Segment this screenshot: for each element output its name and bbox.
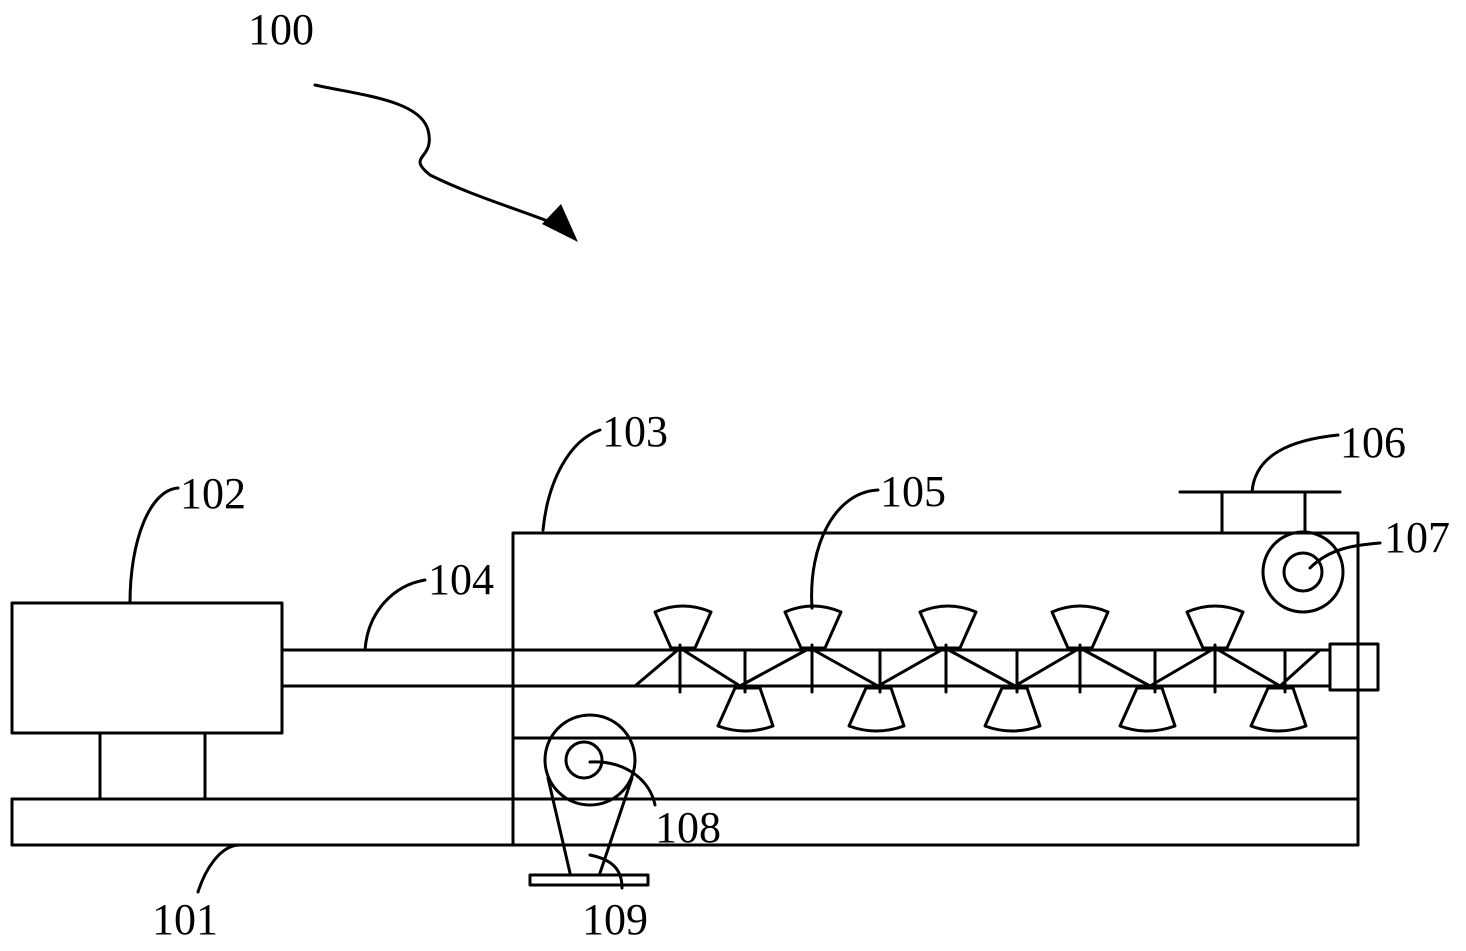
assembly-pointer — [313, 83, 578, 242]
leader-101 — [196, 843, 242, 894]
upper-roller — [1261, 530, 1345, 614]
leader-107 — [1308, 541, 1382, 570]
leader-106 — [1250, 433, 1340, 494]
top-bracket — [1178, 490, 1342, 535]
label-106: 106 — [1340, 418, 1406, 467]
shaft-end-block — [1328, 642, 1380, 692]
label-105: 105 — [880, 467, 946, 516]
label-107: 107 — [1384, 513, 1450, 562]
motor-box — [10, 601, 284, 801]
label-102: 102 — [180, 469, 246, 518]
label-104: 104 — [428, 555, 494, 604]
lower-roller — [528, 713, 650, 887]
leader-104 — [363, 578, 427, 652]
leader-102 — [128, 486, 180, 605]
label-100: 100 — [248, 5, 314, 54]
leader-108 — [588, 760, 657, 807]
label-103: 103 — [602, 407, 668, 456]
drive-shaft — [280, 648, 1332, 688]
leader-103 — [541, 428, 602, 532]
label-108: 108 — [655, 803, 721, 852]
blade-assembly — [633, 604, 1322, 733]
leader-105 — [810, 488, 880, 610]
label-109: 109 — [582, 895, 648, 944]
leader-109 — [588, 853, 624, 890]
label-101: 101 — [152, 895, 218, 944]
